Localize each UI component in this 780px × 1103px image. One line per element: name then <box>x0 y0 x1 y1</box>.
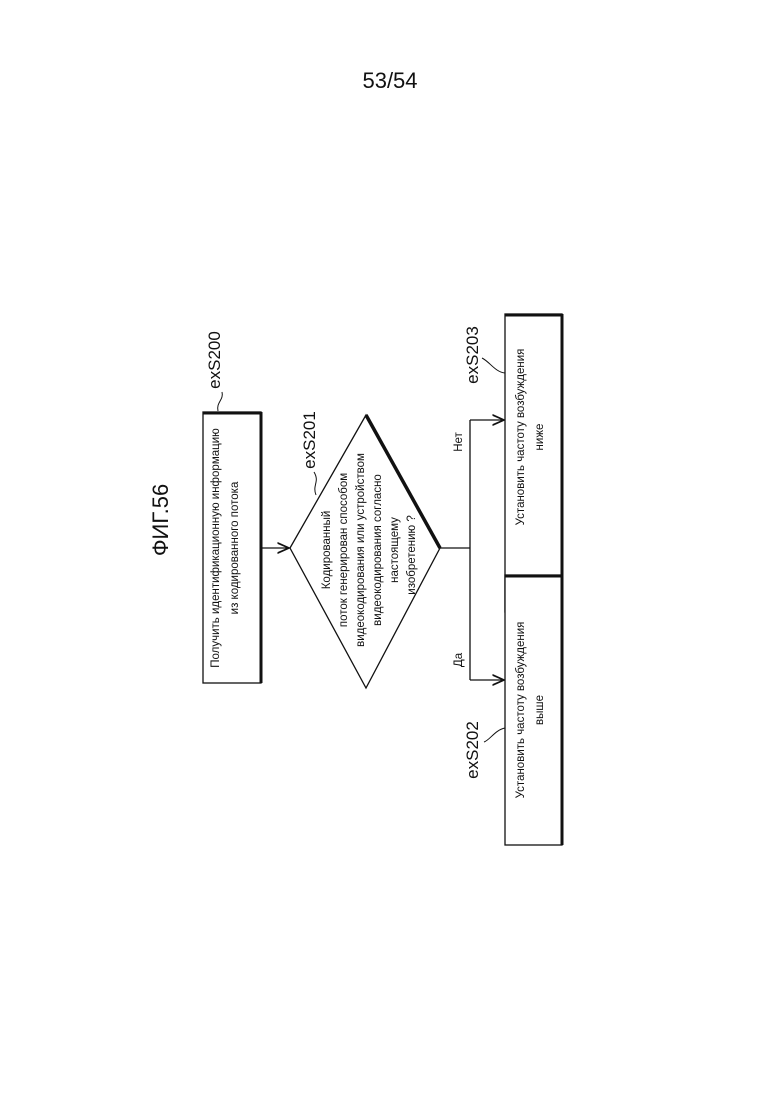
page-number: 53/54 <box>362 68 417 93</box>
branch-connectors <box>440 420 504 680</box>
leader-line <box>218 392 223 411</box>
step-text: Установить частоту возбуждения <box>515 349 527 526</box>
step-label: exS200 <box>205 331 224 389</box>
step-exS202: Установить частоту возбуждения выше exS2… <box>463 575 562 845</box>
leader-line <box>314 472 316 495</box>
step-label: exS203 <box>463 326 482 384</box>
leader-line <box>484 728 505 742</box>
branch-no-label: Нет <box>453 431 465 451</box>
figure-title: ФИГ.56 <box>148 484 173 556</box>
decision-text: настоящему <box>389 517 401 583</box>
step-text: из кодированного потока <box>229 481 241 614</box>
step-text: Получить идентификационную информацию <box>210 428 222 668</box>
step-exS203: Установить частоту возбуждения ниже exS2… <box>463 314 562 612</box>
branch-yes-label: Да <box>453 652 465 667</box>
step-text: Установить частоту возбуждения <box>515 622 527 799</box>
decision-text: видеокодирования согласно <box>372 474 384 626</box>
step-label: exS202 <box>463 721 482 779</box>
step-text: ниже <box>534 424 546 451</box>
leader-line <box>482 358 505 373</box>
decision-text: Кодированный <box>321 511 333 590</box>
decision-text: видеокодирования или устройством <box>355 453 367 647</box>
decision-exS201: Кодированный поток генерирован способом … <box>290 411 440 688</box>
step-label: exS201 <box>300 411 319 469</box>
decision-text: поток генерирован способом <box>338 473 350 627</box>
step-exS200: Получить идентификационную информацию из… <box>203 331 261 683</box>
step-text: выше <box>534 695 546 725</box>
decision-text: изобретению ? <box>406 515 418 594</box>
